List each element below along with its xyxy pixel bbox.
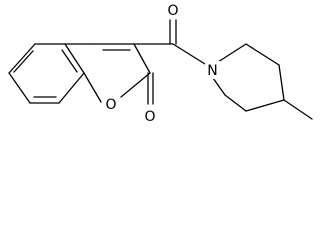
bond-c2p-c3p [245, 43, 280, 66]
bond-c5-c6 [8, 43, 36, 74]
bond-n-c2p [217, 43, 247, 63]
amide-carbonyl [133, 19, 206, 65]
piperidine-nitrogen-label: N [205, 61, 220, 79]
bond-c6-c7 [8, 72, 31, 104]
bond-c3-c2 [133, 43, 151, 74]
bond-c2-o1 [120, 72, 151, 98]
chemical-structure-diagram: O N O O [8, 1, 313, 125]
bond-c8a-c4a [64, 43, 85, 74]
benzene-ring [8, 43, 85, 104]
pyranone-ring [64, 43, 154, 105]
piperidine-nitrogen-text: N [207, 63, 217, 79]
piperidine-ring [212, 43, 313, 120]
bond-carbonyl-n [172, 43, 206, 65]
bond-c4p-methyl [283, 99, 313, 120]
ring-oxygen-text: O [105, 97, 116, 113]
bond-c3p-c4p [278, 64, 285, 101]
bond-c8-c8a [58, 72, 85, 104]
lactone-carbonyl-oxygen-label: O [143, 107, 157, 125]
bond-c6p-n [212, 77, 226, 96]
bond-c5p-c6p [224, 94, 247, 112]
ketone-oxygen-label: O [166, 1, 180, 19]
bond-c4p-c5p [245, 99, 285, 112]
ring-oxygen-label: O [104, 95, 118, 113]
bond-o1-c8a [83, 72, 102, 103]
ketone-oxygen-text: O [167, 3, 178, 19]
lactone-carbonyl-oxygen-text: O [144, 109, 155, 125]
bond-c5-c6-inner [13, 50, 34, 73]
bond-c8a-c4a-inner [61, 49, 78, 73]
